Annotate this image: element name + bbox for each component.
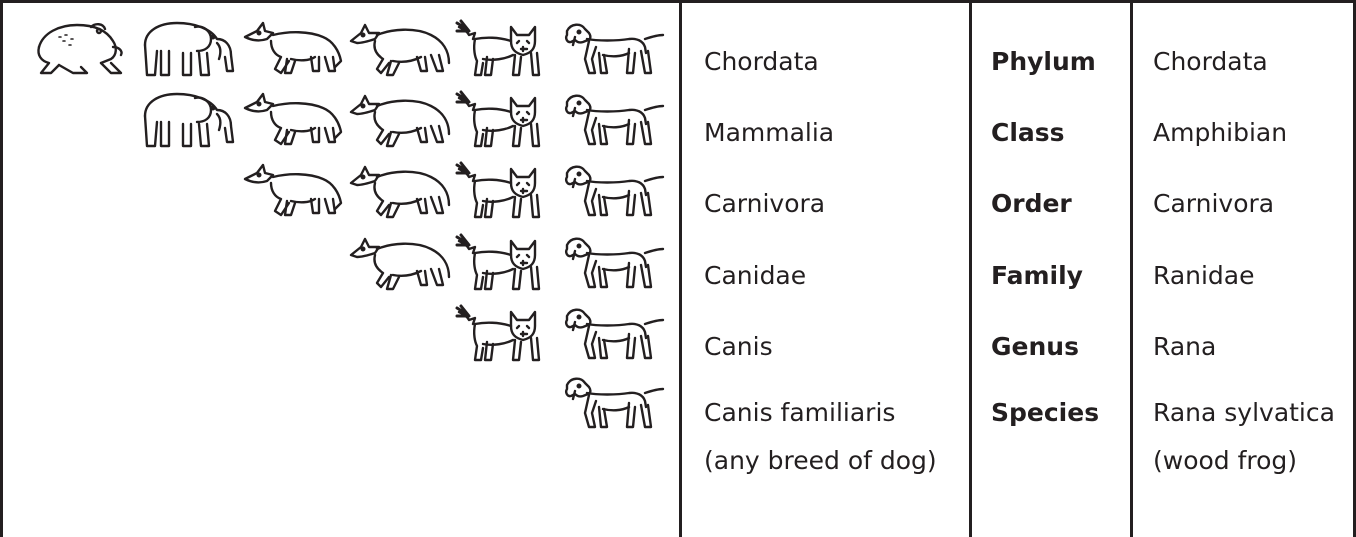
frog-icon [29, 17, 135, 81]
fox-icon [241, 17, 347, 81]
icon-row [135, 85, 665, 155]
rank-family: Family [991, 254, 1083, 298]
cat-icon [453, 17, 559, 81]
frog-taxon-species-line2: (wood frog) [1153, 439, 1297, 483]
wolf-icon [347, 17, 453, 81]
icon-row [347, 228, 665, 298]
fox-icon [241, 88, 347, 152]
dog-icon [559, 159, 665, 223]
frog-taxon-family: Ranidae [1153, 254, 1255, 298]
table-left-border [0, 0, 3, 537]
icon-row [29, 14, 665, 84]
dog-icon [559, 17, 665, 81]
frog-taxon-genus: Rana [1153, 325, 1216, 369]
fox-icon [241, 159, 347, 223]
rank-order: Order [991, 182, 1072, 226]
cat-icon [453, 231, 559, 295]
cat-icon [453, 88, 559, 152]
frog-taxon-species-line1: Rana sylvatica [1153, 391, 1335, 435]
column-divider-2 [969, 0, 972, 537]
icon-row [559, 368, 665, 438]
dog-icon [559, 371, 665, 435]
rank-class: Class [991, 111, 1065, 155]
dog-icon [559, 302, 665, 366]
wolf-icon [347, 88, 453, 152]
wolf-icon [347, 159, 453, 223]
dog-taxon-phylum: Chordata [704, 40, 819, 84]
dog-taxon-species-line1: Canis familiaris [704, 391, 895, 435]
rank-genus: Genus [991, 325, 1079, 369]
table-top-border [0, 0, 1356, 3]
dog-taxon-class: Mammalia [704, 111, 834, 155]
cat-icon [453, 159, 559, 223]
dog-taxon-species-line2: (any breed of dog) [704, 439, 937, 483]
column-divider-3 [1130, 0, 1133, 537]
dog-taxon-family: Canidae [704, 254, 806, 298]
cat-icon [453, 302, 559, 366]
dog-taxon-order: Carnivora [704, 182, 825, 226]
frog-taxon-order: Carnivora [1153, 182, 1274, 226]
frog-taxon-phylum: Chordata [1153, 40, 1268, 84]
elephant-icon [135, 88, 241, 152]
column-divider-1 [679, 0, 682, 537]
dog-taxon-genus: Canis [704, 325, 773, 369]
elephant-icon [135, 17, 241, 81]
frog-taxon-class: Amphibian [1153, 111, 1287, 155]
rank-species: Species [991, 391, 1099, 435]
dog-icon [559, 88, 665, 152]
dog-icon [559, 231, 665, 295]
icon-row [241, 156, 665, 226]
icon-row [453, 299, 665, 369]
wolf-icon [347, 231, 453, 295]
rank-phylum: Phylum [991, 40, 1096, 84]
